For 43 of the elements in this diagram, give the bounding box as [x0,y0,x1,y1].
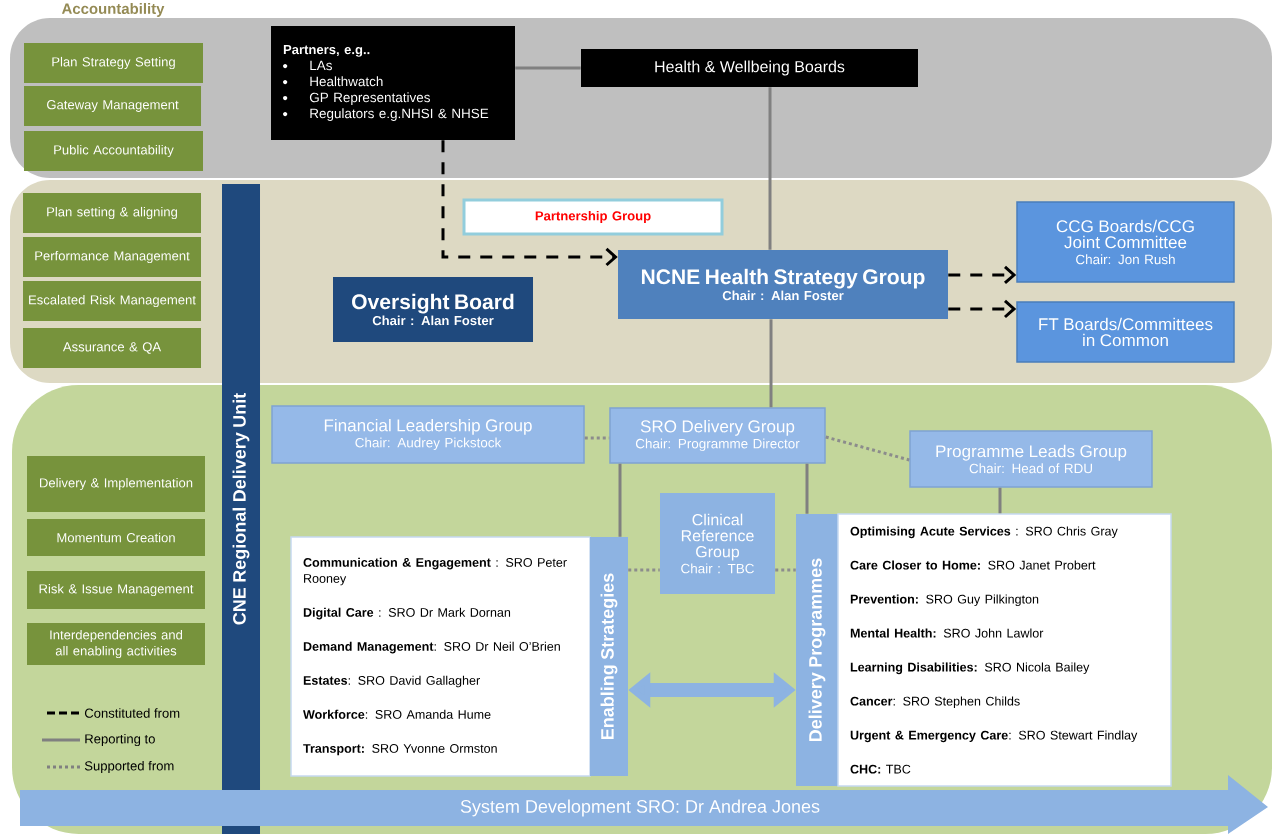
vertical-bar: CNE Regional Delivery Unit [222,184,260,834]
group-box: Programme Leads Group Chair: Head of RDU [909,430,1153,488]
group-box: Financial Leadership Group Chair: Audrey Pickstock [271,405,585,464]
dotted-line [628,568,660,572]
list-box: Optimising Acute Services : SRO Chris Gray Care Closer to Home: SRO Janet Probert Prevention: SRO Guy Pilkington Mental Health: SRO John Lawlor Learning Disabilities: SRO Nicola Bailey Cancer: SRO Stephen Childs Urgent & Emergency Care: SRO Stewart Findlay CHC: TBC [837,513,1172,787]
line [515,66,581,70]
board-box: Oversight Board Chair : Alan Foster [333,277,533,342]
line [768,87,772,250]
label-box: Assurance & QA [23,328,201,368]
board-box: Health & Wellbeing Boards [581,49,918,87]
legend-text: Constituted from [84,708,180,718]
dashed-arrow [948,299,1017,319]
heading: Accountability [61,3,165,17]
label-box: Plan setting & aligning [23,193,201,233]
partners-box: Partners, e.g.. LAs Healthwatch GP Representatives Regulators e.g.NHSI & NHSE [271,26,515,140]
board-box: CCG Boards/CCG Joint Committee Chair: Jon Rush [1016,201,1235,283]
line [769,319,773,408]
vertical-bar: Enabling Strategies [590,537,628,776]
label-box: Interdependencies and all enabling activities [27,623,205,665]
label-box: Escalated Risk Management [23,281,201,321]
line [805,463,809,514]
line [618,463,622,537]
dashed-arrow [948,265,1017,285]
board-box: FT Boards/Committees in Common [1016,301,1235,363]
label-box: Delivery & Implementation [27,456,205,512]
dotted-line [825,435,910,462]
label-box: Performance Management [23,237,201,277]
label-box: Plan Strategy Setting [24,43,203,83]
label-box: Public Accountability [24,131,203,171]
legend-text: Reporting to [85,733,155,747]
group-box: NCNE Health Strategy Group Chair : Alan Foster [618,250,948,319]
dashed-arrow [441,140,618,267]
dotted-line [775,568,796,572]
legend-text: Supported from [84,760,174,774]
vertical-bar: Delivery Programmes [796,514,838,786]
label-box: Risk & Issue Management [27,571,205,609]
line [998,487,1002,514]
label-box: Momentum Creation [27,519,205,556]
group-box: Clinical Reference Group Chair : TBC [660,493,775,594]
list-box: Communication & Engagement : SRO Peter Rooney Digital Care : SRO Dr Mark Dornan Demand Management: SRO Dr Neil O’Brien Estates: SRO David Gallagher Workforce: SRO Amanda Hume Transport: SRO Yvonne Ormston [290,536,591,777]
group-box: Partnership Group [462,198,724,236]
label-box: Gateway Management [24,86,201,126]
group-box: SRO Delivery Group Chair: Programme Director [609,407,826,464]
